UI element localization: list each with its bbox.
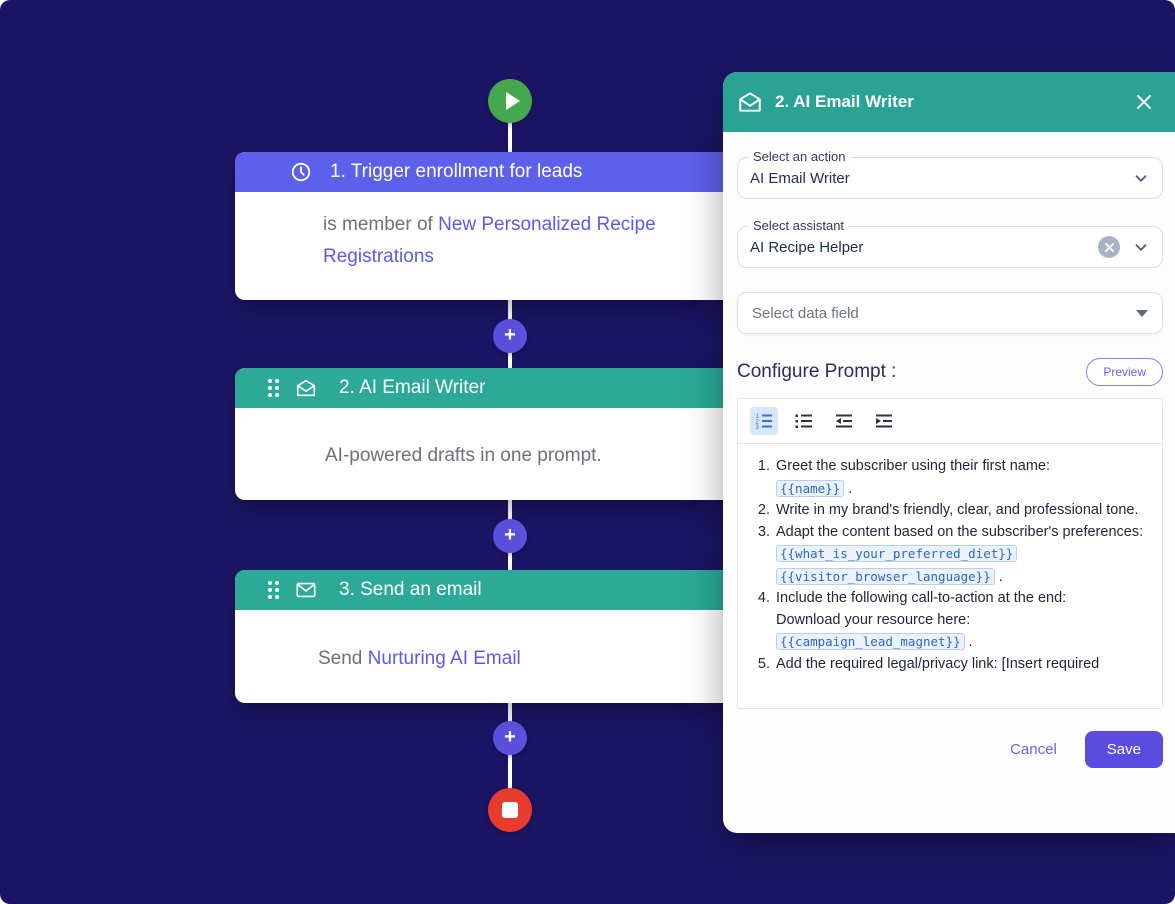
assistant-select-label: Select assistant	[748, 218, 850, 233]
panel-title: 2. AI Email Writer	[775, 92, 914, 111]
panel-header: 2. AI Email Writer	[723, 72, 1175, 132]
merge-token-lead-magnet[interactable]: {{campaign_lead_magnet}}	[776, 633, 965, 650]
merge-token-diet[interactable]: {{what_is_your_preferred_diet}}	[776, 545, 1018, 562]
add-step-button-1[interactable]: +	[493, 319, 527, 353]
chevron-down-icon[interactable]	[1132, 238, 1150, 256]
action-select-label: Select an action	[748, 149, 851, 164]
stop-icon	[502, 802, 518, 818]
svg-text:3: 3	[756, 425, 760, 431]
drag-handle-icon[interactable]	[268, 379, 279, 397]
play-icon	[505, 92, 520, 110]
plus-icon: +	[504, 524, 516, 546]
indent-icon[interactable]	[870, 407, 898, 435]
step-1-body: is member of New Personalized Recipe Reg…	[235, 192, 740, 273]
mail-open-icon	[737, 89, 763, 115]
prompt-item-4: Include the following call-to-action at …	[774, 588, 1152, 654]
outdent-icon[interactable]	[830, 407, 858, 435]
merge-token-language[interactable]: {{visitor_browser_language}}	[776, 567, 995, 585]
step-1-header[interactable]: 1. Trigger enrollment for leads	[235, 152, 740, 192]
step-3-header[interactable]: 3. Send an email	[235, 570, 740, 610]
prompt-item-1: Greet the subscriber using their first n…	[774, 456, 1152, 500]
workflow-step-3-card[interactable]: 3. Send an email Send Nurturing AI Email	[235, 570, 740, 703]
step-3-action-text: Send	[318, 648, 368, 669]
step-2-title: 2. AI Email Writer	[339, 377, 486, 398]
step-1-title: 1. Trigger enrollment for leads	[330, 161, 583, 182]
prompt-item-5: Add the required legal/privacy link: [In…	[774, 654, 1152, 676]
unordered-list-icon[interactable]	[790, 407, 818, 435]
data-field-placeholder: Select data field	[752, 304, 859, 322]
drag-handle-icon[interactable]	[268, 581, 279, 599]
action-select[interactable]: Select an action AI Email Writer	[737, 149, 1163, 199]
step-2-description: AI-powered drafts in one prompt.	[325, 445, 602, 466]
data-field-select[interactable]: Select data field	[737, 292, 1163, 334]
step-3-email-link[interactable]: Nurturing AI Email	[367, 648, 521, 669]
prompt-item-3: Adapt the content based on the subscribe…	[774, 522, 1152, 589]
step-2-body: AI-powered drafts in one prompt.	[235, 408, 740, 472]
close-icon[interactable]	[1131, 89, 1157, 115]
start-node[interactable]	[488, 79, 532, 123]
step-1-condition-text: is member of	[323, 214, 439, 235]
preview-button[interactable]: Preview	[1086, 358, 1163, 386]
action-select-value: AI Email Writer	[750, 169, 850, 187]
mail-open-icon	[295, 377, 317, 399]
clock-icon	[290, 161, 312, 183]
assistant-select-value: AI Recipe Helper	[750, 238, 864, 256]
svg-text:1: 1	[756, 414, 760, 420]
caret-down-icon	[1136, 309, 1148, 317]
plus-icon: +	[504, 324, 516, 346]
merge-token-name[interactable]: {{name}}	[776, 479, 845, 497]
step-3-body: Send Nurturing AI Email	[235, 610, 740, 675]
configure-prompt-title: Configure Prompt :	[737, 361, 897, 382]
plus-icon: +	[504, 726, 516, 748]
step-settings-panel: 2. AI Email Writer Select an action AI E…	[723, 72, 1175, 833]
workflow-step-2-card[interactable]: 2. AI Email Writer AI-powered drafts in …	[235, 368, 740, 500]
chevron-down-icon[interactable]	[1132, 169, 1150, 187]
assistant-select[interactable]: Select assistant AI Recipe Helper	[737, 218, 1163, 268]
cancel-button[interactable]: Cancel	[1010, 741, 1057, 758]
end-node[interactable]	[488, 788, 532, 832]
prompt-text-area[interactable]: Greet the subscriber using their first n…	[738, 444, 1162, 708]
step-3-title: 3. Send an email	[339, 579, 482, 600]
svg-text:2: 2	[756, 420, 760, 426]
step-2-header[interactable]: 2. AI Email Writer	[235, 368, 740, 408]
mail-icon	[295, 579, 317, 601]
step-1-list-link[interactable]: New Personalized Recipe Registrations	[323, 214, 656, 267]
workflow-step-1-card[interactable]: 1. Trigger enrollment for leads is membe…	[235, 152, 740, 300]
circle-x-icon[interactable]	[1098, 236, 1120, 258]
add-step-button-2[interactable]: +	[493, 519, 527, 553]
add-step-button-3[interactable]: +	[493, 721, 527, 755]
save-button[interactable]: Save	[1084, 731, 1163, 768]
prompt-item-2: Write in my brand's friendly, clear, and…	[774, 500, 1152, 522]
